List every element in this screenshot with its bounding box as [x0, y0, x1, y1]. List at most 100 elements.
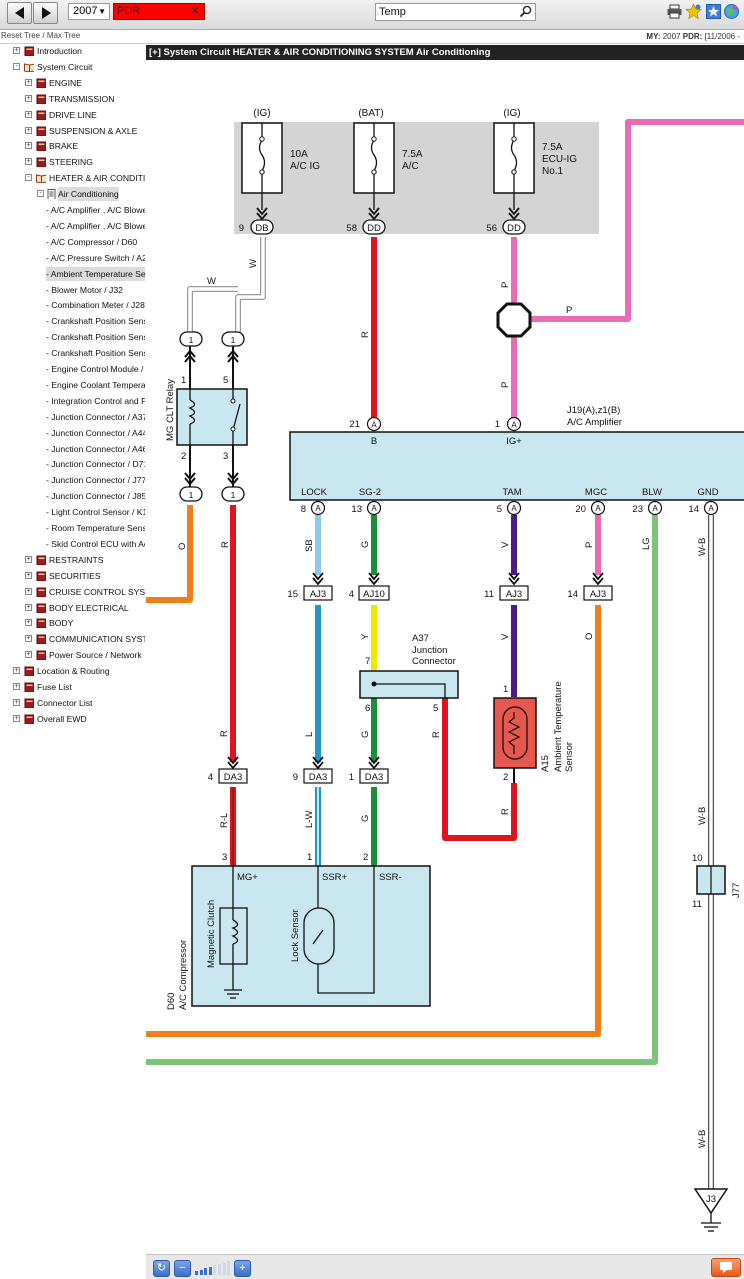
tree-item[interactable]: - A/C Compressor / D60: [0, 235, 145, 249]
ac-amplifier[interactable]: [289, 431, 744, 501]
tree-item[interactable]: - Junction Connector / A46: [0, 442, 145, 456]
connector-dd-2[interactable]: [502, 219, 526, 235]
tree-item[interactable]: +Introduction: [0, 44, 145, 58]
tree-item[interactable]: - Combination Meter / J28: [0, 298, 145, 312]
tree-item[interactable]: +Power Source / Network: [0, 648, 145, 662]
expand-icon[interactable]: +: [25, 142, 32, 150]
zoom-step[interactable]: [199, 1269, 203, 1275]
collapse-icon[interactable]: -: [37, 190, 44, 198]
search-icon[interactable]: [519, 5, 532, 18]
tree-item[interactable]: +STEERING: [0, 155, 145, 169]
bookmark-icon[interactable]: [705, 3, 722, 20]
model-select[interactable]: PDR ✕: [113, 3, 205, 20]
tree-item[interactable]: - Junction Connector / A37: [0, 410, 145, 424]
zoom-step[interactable]: [208, 1266, 212, 1275]
tree-item[interactable]: +SUSPENSION & AXLE: [0, 124, 145, 138]
tree-item[interactable]: +TRANSMISSION: [0, 92, 145, 106]
expand-icon[interactable]: [+]: [149, 47, 161, 58]
tree-item[interactable]: - Integration Control and Pa: [0, 394, 145, 408]
tree-item[interactable]: - A/C Amplifier , A/C Blowe: [0, 203, 145, 217]
tree-item[interactable]: -System Circuit: [0, 60, 145, 74]
refresh-button[interactable]: ↻: [153, 1260, 170, 1277]
expand-icon[interactable]: +: [13, 683, 20, 690]
tree-item[interactable]: +ENGINE: [0, 76, 145, 90]
tree-item[interactable]: +BODY: [0, 616, 145, 630]
expand-icon[interactable]: +: [25, 78, 32, 86]
zoom-in-button[interactable]: +: [234, 1260, 251, 1277]
tree-item[interactable]: - A/C Pressure Switch / A2: [0, 251, 145, 265]
tree-item[interactable]: - Engine Control Module / A: [0, 362, 145, 376]
tree-item[interactable]: +Fuse List: [0, 680, 145, 694]
connector-aj3-2[interactable]: [499, 585, 529, 601]
expand-icon[interactable]: +: [25, 126, 32, 134]
zoom-level-indicator[interactable]: [195, 1261, 233, 1275]
tree-item[interactable]: - A/C Amplifier , A/C Blowe: [0, 219, 145, 233]
zoom-step[interactable]: [218, 1264, 221, 1275]
expand-icon[interactable]: +: [13, 47, 20, 54]
tree-item[interactable]: - Light Control Sensor / K1: [0, 505, 145, 519]
expand-icon[interactable]: +: [25, 651, 32, 659]
ground-j3[interactable]: [693, 1188, 729, 1215]
connector-aj3-3[interactable]: [583, 585, 613, 601]
globe-icon[interactable]: [723, 3, 740, 20]
connector-aj3-1[interactable]: [303, 585, 333, 601]
tree-item[interactable]: - Junction Connector / A44: [0, 426, 145, 440]
tree-item[interactable]: +Overall EWD: [0, 712, 145, 726]
tree-item[interactable]: +COMMUNICATION SYSTEM: [0, 632, 145, 646]
connector-da3-1[interactable]: [218, 768, 248, 784]
expand-icon[interactable]: +: [25, 587, 32, 595]
expand-icon[interactable]: +: [25, 571, 32, 579]
tree-item[interactable]: - Crankshaft Position Sens: [0, 346, 145, 360]
tree-item[interactable]: +BRAKE: [0, 139, 145, 153]
tree-item[interactable]: - Ambient Temperature Ser: [0, 266, 145, 281]
forward-button[interactable]: [33, 2, 58, 24]
expand-icon[interactable]: +: [25, 619, 32, 627]
tree-item[interactable]: +Location & Routing: [0, 664, 145, 678]
tree-item[interactable]: - Skid Control ECU with Act: [0, 537, 145, 551]
tree-item[interactable]: -Air Conditioning: [0, 187, 145, 202]
zoom-step[interactable]: [204, 1268, 208, 1275]
connector-da3-2[interactable]: [303, 768, 333, 784]
expand-icon[interactable]: +: [25, 158, 32, 166]
expand-icon[interactable]: +: [25, 635, 32, 643]
expand-icon[interactable]: +: [25, 603, 32, 611]
wiring-diagram[interactable]: (IG) (BAT) (IG) 10A A/C IG 7.5A A/C 7.5A…: [146, 60, 744, 1250]
tree-item[interactable]: +DRIVE LINE: [0, 108, 145, 122]
zoom-step[interactable]: [222, 1262, 226, 1275]
tree-item[interactable]: - Blower Motor / J32: [0, 283, 145, 297]
connector-dd-1[interactable]: [362, 219, 386, 235]
reset-tree-link[interactable]: Reset Tree: [1, 31, 41, 40]
connector-aj10[interactable]: [358, 585, 390, 601]
clear-icon[interactable]: ✕: [190, 6, 199, 17]
connector-db[interactable]: [250, 219, 274, 235]
tree-item[interactable]: - Room Temperature Senso: [0, 521, 145, 535]
collapse-icon[interactable]: -: [13, 62, 20, 70]
tree-item[interactable]: - Junction Connector / D71: [0, 457, 145, 471]
search-input[interactable]: Temp: [375, 3, 536, 21]
tree-item[interactable]: - Crankshaft Position Sens: [0, 330, 145, 344]
mg-clt-relay[interactable]: [176, 388, 248, 446]
tree-item[interactable]: - Junction Connector / J85: [0, 489, 145, 503]
tree-item[interactable]: +CRUISE CONTROL SYSTEM: [0, 585, 145, 599]
expand-icon[interactable]: +: [25, 110, 32, 118]
tree-item[interactable]: +RESTRAINTS: [0, 553, 145, 567]
tree-item[interactable]: - Crankshaft Position Sens: [0, 314, 145, 328]
tree-item[interactable]: - Junction Connector / J77: [0, 473, 145, 487]
expand-icon[interactable]: +: [13, 667, 20, 675]
expand-icon[interactable]: +: [25, 555, 32, 563]
zoom-step[interactable]: [195, 1271, 198, 1275]
ambient-temperature-sensor[interactable]: [493, 697, 537, 769]
zoom-step[interactable]: [227, 1261, 231, 1275]
comment-button[interactable]: [711, 1258, 741, 1277]
zoom-out-button[interactable]: −: [174, 1260, 191, 1277]
year-select[interactable]: 2007 ▼: [68, 3, 110, 20]
tree-item[interactable]: +SECURITIES: [0, 569, 145, 583]
printer-icon[interactable]: [666, 3, 683, 20]
expand-icon[interactable]: +: [25, 94, 32, 102]
expand-icon[interactable]: +: [13, 698, 20, 706]
tree-item[interactable]: +Connector List: [0, 696, 145, 710]
zoom-step[interactable]: [213, 1265, 217, 1275]
expand-icon[interactable]: +: [13, 714, 20, 722]
back-button[interactable]: [7, 2, 32, 24]
connector-da3-3[interactable]: [359, 768, 389, 784]
